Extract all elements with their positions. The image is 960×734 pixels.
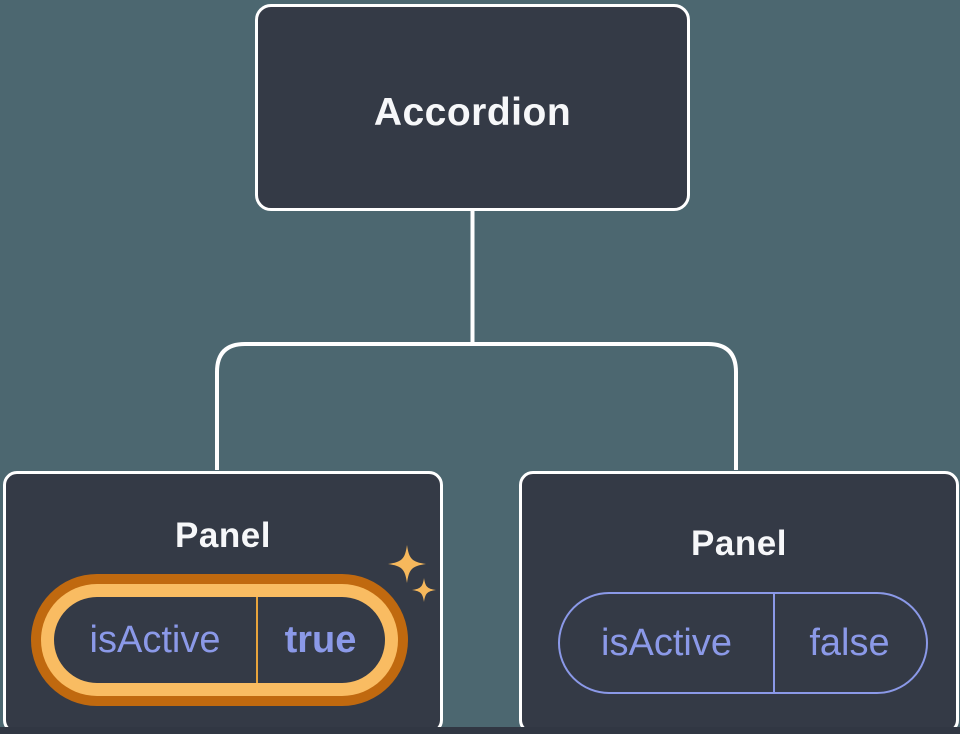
panel-node-inactive: Panel isActive false xyxy=(519,471,959,734)
bottom-edge-strip xyxy=(0,727,960,734)
prop-pill-active: isActive true xyxy=(54,597,385,683)
panel-node-label: Panel xyxy=(175,516,271,555)
accordion-node-label: Accordion xyxy=(373,91,572,134)
prop-value-label: false xyxy=(809,621,890,664)
prop-name-label: isActive xyxy=(601,621,732,664)
prop-value-label: true xyxy=(284,618,357,661)
prop-pill-inactive: isActive false xyxy=(558,592,928,694)
pill-divider xyxy=(256,597,258,683)
pill-divider xyxy=(773,592,775,694)
panel-node-label: Panel xyxy=(691,524,787,563)
prop-name-label: isActive xyxy=(89,618,221,661)
accordion-node: Accordion xyxy=(255,4,690,211)
